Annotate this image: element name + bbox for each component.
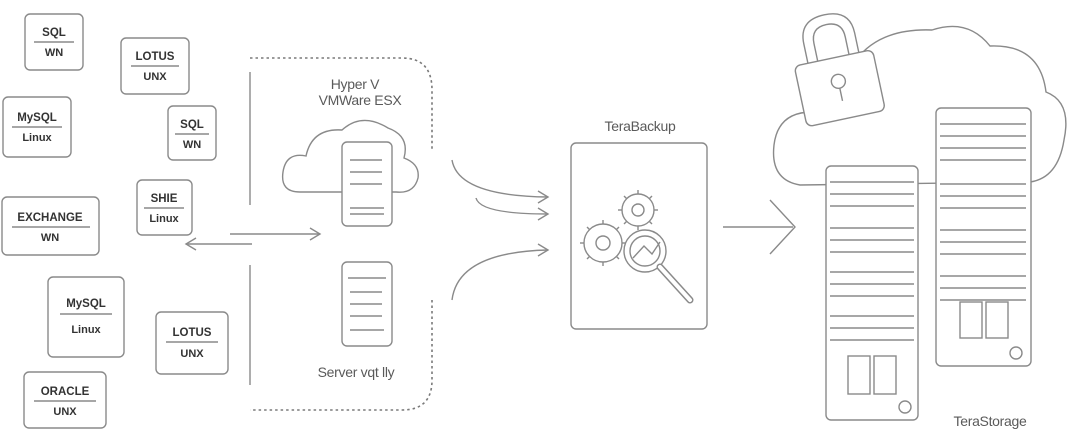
server-icon-2 [341, 261, 393, 347]
tile-top-label: SQL [42, 27, 66, 39]
flow-arrows [451, 159, 550, 301]
magnifier-icon [623, 229, 694, 304]
storage-rack-icon-2 [935, 107, 1032, 367]
tile-bottom-label: UNX [53, 406, 77, 418]
padlock-icon [794, 13, 885, 127]
tile-top-label: SQL [180, 119, 204, 131]
tile-top-label: ORACLE [41, 386, 90, 398]
tile-bottom-label: WN [41, 232, 59, 244]
backup-title: TeraBackup [605, 118, 676, 134]
hypervisor-label: Hyper V [331, 76, 380, 92]
tile-bottom-label: UNX [180, 348, 204, 360]
database-tile-sql-wn-2: SQL WN [167, 105, 217, 161]
tile-top-label: SHIE [151, 193, 178, 205]
bidirectional-arrow-icon [184, 227, 322, 251]
tile-bottom-label: WN [45, 47, 63, 59]
gears-icon [580, 190, 658, 266]
tile-bottom-label: WN [183, 139, 201, 151]
arrow-icon [723, 199, 796, 255]
tile-top-label: MySQL [17, 112, 57, 124]
tile-top-label: LOTUS [136, 51, 175, 63]
storage-rack-icon [825, 165, 919, 421]
tile-bottom-label: Linux [149, 213, 179, 225]
database-tile-mysql-linux-1: MySQL Linux [2, 96, 72, 158]
server-group-bracket [249, 57, 433, 411]
tile-top-label: LOTUS [173, 327, 212, 339]
tile-bottom-label: Linux [71, 324, 101, 336]
server-label: Server vqt lly [318, 364, 395, 380]
database-tile-exchange-wn: EXCHANGE WN [1, 196, 100, 256]
tile-bottom-label: Linux [22, 132, 52, 144]
database-tile-lotus-unx-2: LOTUS UNX [155, 311, 229, 375]
storage-title: TeraStorage [954, 413, 1027, 429]
tile-bottom-label: UNX [143, 71, 167, 83]
server-icon [341, 141, 393, 227]
tile-top-label: EXCHANGE [17, 212, 83, 224]
hypervisor-label-2: VMWare ESX [319, 92, 403, 108]
database-tile-mysql-linux-2: MySQL Linux [47, 276, 125, 358]
database-tile-lotus-unx-1: LOTUS UNX [120, 37, 190, 95]
database-tile-sql-wn-1: SQL WN [24, 13, 84, 71]
database-tile-oracle-unx: ORACLE UNX [23, 371, 107, 429]
tile-top-label: MySQL [66, 298, 106, 310]
database-tile-shie-linux: SHIE Linux [136, 179, 193, 236]
